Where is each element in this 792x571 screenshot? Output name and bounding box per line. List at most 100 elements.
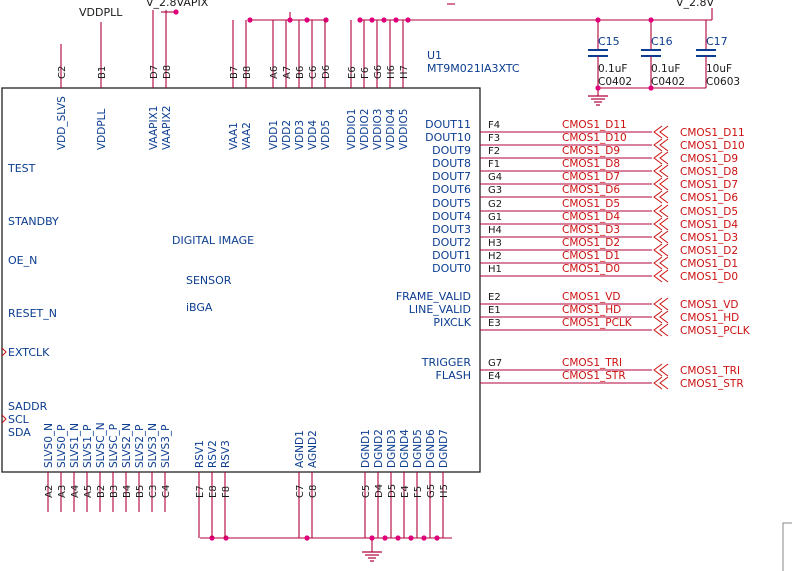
net-label-cmos1-d9: CMOS1_D9 — [562, 145, 620, 157]
pin-name-vdd-slvs: VDD_SLVS — [56, 96, 68, 150]
ball-label-a2: A2 — [44, 485, 55, 498]
ball-label-d6: D6 — [321, 65, 332, 79]
pin-name-vdd3: VDD3 — [294, 120, 306, 150]
net-label-cmos1-d8: CMOS1_D8 — [562, 158, 620, 170]
pin-name-flash: FLASH — [436, 369, 472, 382]
net-label-cmos1-d4: CMOS1_D4 — [562, 211, 620, 223]
net-label-cmos1-d5: CMOS1_D5 — [562, 198, 620, 210]
chip-description-line2: SENSOR — [186, 274, 232, 287]
ball-label-e2: E2 — [488, 292, 501, 303]
offpage-connector-icon — [653, 363, 669, 377]
net-label-vddpll: VDDPLL — [79, 6, 123, 19]
offpage-net-label-cmos1-d4: CMOS1_D4 — [680, 219, 738, 231]
pin-name-vdd4: VDD4 — [307, 120, 319, 150]
pin-name-rsv2: RSV2 — [207, 440, 219, 468]
pin-name-trigger: TRIGGER — [421, 356, 472, 369]
ball-label-f4: F4 — [488, 120, 500, 131]
pin-name-standby: STANDBY — [8, 215, 59, 228]
pin-name-saddr: SADDR — [8, 400, 48, 413]
ball-label-a7: A7 — [282, 66, 293, 79]
bottom-pins: SLVS0_NA2SLVS0_PA3SLVS1_NA4SLVS1_PA5SLVS… — [43, 422, 450, 538]
ball-label-f8: F8 — [221, 486, 232, 498]
net-label-cmos1-d0: CMOS1_D0 — [562, 263, 620, 275]
net-label-cmos1-tri: CMOS1_TRI — [562, 357, 622, 369]
ball-label-b8: B8 — [242, 66, 253, 79]
ball-label-g3: G3 — [488, 185, 502, 196]
offpage-net-label-cmos1-pclk: CMOS1_PCLK — [680, 325, 751, 337]
offpage-net-label-cmos1-d7: CMOS1_D7 — [680, 179, 738, 191]
ball-label-c5: C5 — [361, 485, 372, 498]
offpage-net-label-cmos1-d10: CMOS1_D10 — [680, 140, 745, 152]
pin-name-slvs1-n: SLVS1_N — [69, 423, 81, 468]
chip-description-line1: DIGITAL IMAGE — [172, 234, 254, 247]
pin-name-dout9: DOUT9 — [432, 144, 471, 157]
ball-label-c7: C7 — [295, 485, 306, 498]
ball-label-h2: H2 — [488, 251, 502, 262]
ground-symbols — [362, 95, 608, 562]
pin-name-scl: SCL — [8, 413, 30, 426]
ball-label-h5: H5 — [439, 484, 450, 498]
ball-label-c3: C3 — [148, 485, 159, 498]
net-label-cmos1-d11: CMOS1_D11 — [562, 119, 627, 131]
ball-label-d4: D4 — [374, 484, 385, 498]
ball-label-c8: C8 — [308, 485, 319, 498]
pin-name-dout10: DOUT10 — [425, 131, 471, 144]
pin-name-dgnd1: DGND1 — [360, 429, 372, 468]
cap-package-c16: C0402 — [651, 76, 685, 88]
pin-name-vdd1: VDD1 — [268, 120, 280, 150]
pin-name-slvs2-n: SLVS2_N — [121, 423, 133, 468]
offpage-connector-icon — [653, 151, 669, 165]
cap-refdes-c16: C16 — [651, 35, 673, 48]
pin-name-oe-n: OE_N — [8, 254, 37, 267]
pin-name-reset-n: RESET_N — [8, 307, 57, 320]
pin-name-dgnd6: DGND6 — [425, 429, 437, 468]
ball-label-g1: G1 — [488, 212, 502, 223]
offpage-connector-icon — [653, 269, 669, 283]
ball-label-f2: F2 — [488, 146, 500, 157]
pin-name-pixclk: PIXCLK — [433, 316, 471, 329]
pin-name-sda: SDA — [8, 426, 31, 439]
ball-label-f5: F5 — [413, 486, 424, 498]
offpage-connector-icon — [653, 310, 669, 324]
pin-name-vdd2: VDD2 — [281, 120, 293, 150]
pin-name-dout5: DOUT5 — [432, 197, 471, 210]
pin-name-slvs1-p: SLVS1_P — [82, 425, 94, 468]
pin-name-slvs3-n: SLVS3_N — [147, 423, 159, 468]
chip-part-number: MT9M021IA3XTC — [427, 62, 520, 75]
ball-label-a3: A3 — [57, 485, 68, 498]
net-label-cmos1-d6: CMOS1_D6 — [562, 184, 620, 196]
ball-label-c4: C4 — [161, 485, 172, 498]
cap-value-c15: 0.1uF — [598, 63, 627, 75]
ball-label-e3: E3 — [488, 318, 501, 329]
ball-label-b6: B6 — [295, 66, 306, 79]
offpage-net-label-cmos1-d5: CMOS1_D5 — [680, 206, 738, 218]
ball-label-h3: H3 — [488, 238, 502, 249]
pin-name-rsv1: RSV1 — [194, 440, 206, 468]
pin-name-slvsc-p: SLVSC_P — [108, 424, 120, 468]
ball-label-g7: G7 — [488, 358, 502, 369]
clock-input-icon — [1, 347, 7, 357]
ball-label-g6: G6 — [373, 65, 384, 79]
pin-name-slvs0-n: SLVS0_N — [43, 423, 55, 468]
chip-body — [1, 87, 481, 473]
net-label-cmos1-d7: CMOS1_D7 — [562, 171, 620, 183]
pin-name-line-valid: LINE_VALID — [409, 303, 471, 316]
ball-label-e1: E1 — [488, 305, 501, 316]
pin-name-slvs0-p: SLVS0_P — [56, 425, 68, 468]
pin-name-vddio5: VDDIO5 — [398, 109, 410, 150]
ball-label-c2: C2 — [57, 66, 68, 79]
pin-name-dgnd7: DGND7 — [438, 429, 450, 468]
pin-name-vaapix1: VAAPIX1 — [148, 106, 160, 150]
offpage-net-label-cmos1-vd: CMOS1_VD — [680, 299, 739, 311]
pin-name-slvsc-n: SLVSC_N — [95, 422, 107, 468]
offpage-net-label-cmos1-str: CMOS1_STR — [680, 378, 744, 390]
net-label-cmos1-pclk: CMOS1_PCLK — [562, 317, 633, 329]
clock-input-icon — [1, 414, 7, 424]
offpage-net-label-cmos1-d0: CMOS1_D0 — [680, 271, 738, 283]
offpage-connector-icon — [653, 217, 669, 231]
ball-label-f6: F6 — [360, 67, 371, 79]
pin-name-vddio3: VDDIO3 — [372, 109, 384, 150]
pin-name-dout1: DOUT1 — [432, 249, 471, 262]
pin-name-vddio4: VDDIO4 — [385, 108, 397, 150]
